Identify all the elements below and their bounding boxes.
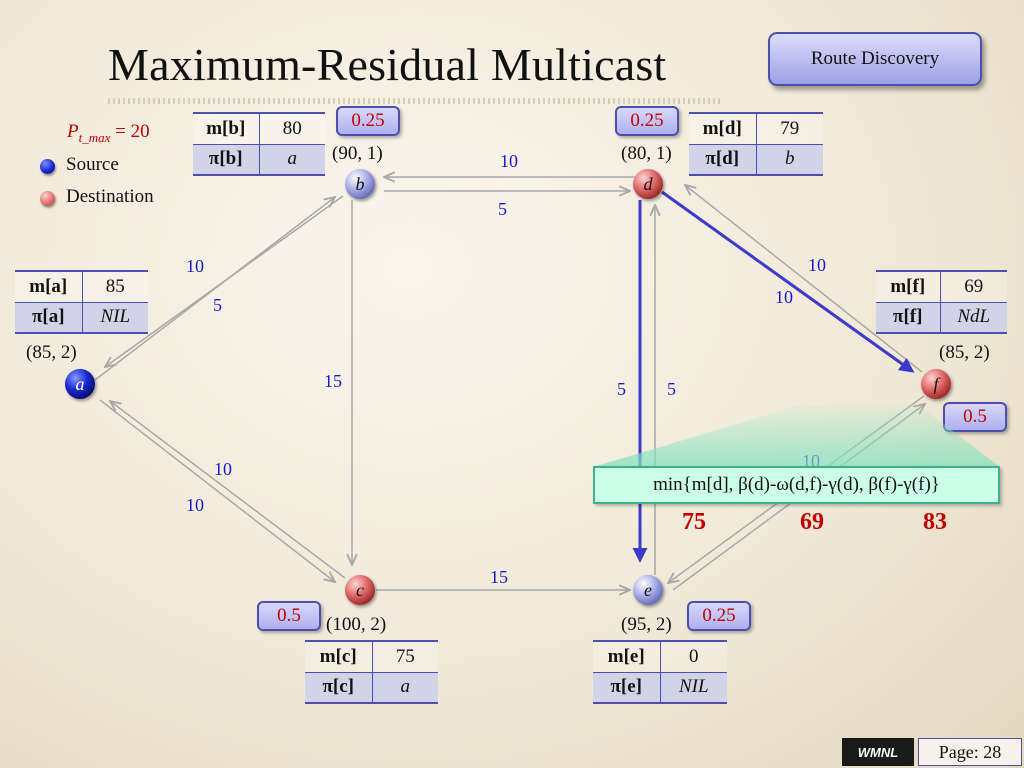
formula-box: min{m[d], β(d)-ω(d,f)-γ(d), β(f)-γ(f)} [593,466,1000,504]
pi-value: NIL [660,672,727,703]
node-e-pin-badge: 0.25 [687,601,751,631]
m-value: 80 [259,113,325,145]
edge-d-f-highlight [661,190,915,373]
node-f-table: m[f]69 π[f]NdL [876,270,1007,334]
m-key: m[a] [15,271,83,303]
node-e-table: m[e]0 π[e]NIL [593,640,727,704]
node-c-pair: (100, 2) [326,614,387,635]
pi-value: a [372,672,438,703]
node-f-pair: (85, 2) [939,342,990,363]
node-a-label: a [76,374,85,394]
formula-value-2: 69 [800,509,824,535]
weight-df-bottom: 10 [775,287,793,307]
pi-key: π[e] [593,672,661,703]
node-f-label: f [933,374,941,394]
weight-bc: 15 [324,371,342,391]
title-underline [108,98,722,104]
node-a-pair: (85, 2) [26,342,77,363]
pi-value: a [259,144,325,175]
pi-key: π[a] [15,302,83,333]
node-b-label: b [356,174,365,194]
edge-a-b [94,197,335,381]
source-legend-icon [40,159,55,174]
route-discovery-button[interactable]: Route Discovery [768,32,982,86]
pmax-label: Pt_max = 20 [67,121,150,146]
node-a [65,369,95,399]
node-b-pin-badge: 0.25 [336,106,400,136]
weight-bd-top: 10 [500,151,518,171]
m-value: 69 [940,271,1007,303]
slide-title: Maximum-Residual Multicast [108,39,667,90]
node-c-pin-badge: 0.5 [257,601,321,631]
node-c-label: c [356,580,364,600]
weight-ac-top: 10 [214,459,232,479]
node-b-table: m[b]80 π[b]a [193,112,325,176]
node-e-pair: (95, 2) [621,614,672,635]
node-e-label: e [644,580,652,600]
m-key: m[c] [305,641,373,673]
destination-legend-icon [40,191,55,206]
edge-a-c [99,399,335,582]
weight-de-left: 5 [617,379,626,399]
pmax-value: = 20 [110,121,150,142]
m-key: m[e] [593,641,661,673]
pi-key: π[c] [305,672,373,703]
edge-f-d [685,185,923,373]
wmnl-logo: WMNL [842,738,914,766]
weight-bd-bottom: 5 [498,199,507,219]
node-e [633,575,663,605]
formula-value-3: 83 [923,509,947,535]
node-d-pair: (80, 1) [621,143,672,164]
formula-value-1: 75 [682,509,706,535]
edge-c-a [110,401,346,579]
m-key: m[d] [689,113,757,145]
weight-ac-bottom: 10 [186,495,204,515]
node-b [345,169,375,199]
node-f-pin-badge: 0.5 [943,402,1007,432]
pi-value: b [756,144,823,175]
pi-value: NdL [940,302,1007,333]
node-c-table: m[c]75 π[c]a [305,640,438,704]
source-legend-label: Source [66,154,119,175]
node-d-pin-badge: 0.25 [615,106,679,136]
m-key: m[b] [193,113,260,145]
pmax-symbol: P [67,121,79,142]
m-value: 79 [756,113,823,145]
page-number: Page: 28 [918,738,1022,766]
node-c [345,575,375,605]
weight-ce: 15 [490,567,508,587]
node-b-pair: (90, 1) [332,143,383,164]
weight-ab-top: 10 [186,256,204,276]
pi-value: NIL [82,302,148,333]
weight-ab-bottom: 5 [213,295,222,315]
m-value: 75 [372,641,438,673]
weight-de-right: 5 [667,379,676,399]
node-a-table: m[a]85 π[a]NIL [15,270,148,334]
destination-legend-label: Destination [66,186,154,207]
m-value: 0 [660,641,727,673]
node-f [921,369,951,399]
node-d-label: d [644,174,654,194]
pmax-subscript: t_max [78,129,111,145]
node-d-table: m[d]79 π[d]b [689,112,823,176]
pi-key: π[f] [876,302,941,333]
m-value: 85 [82,271,148,303]
pi-key: π[d] [689,144,757,175]
node-d [633,169,663,199]
weight-df-top: 10 [808,255,826,275]
m-key: m[f] [876,271,941,303]
pi-key: π[b] [193,144,260,175]
